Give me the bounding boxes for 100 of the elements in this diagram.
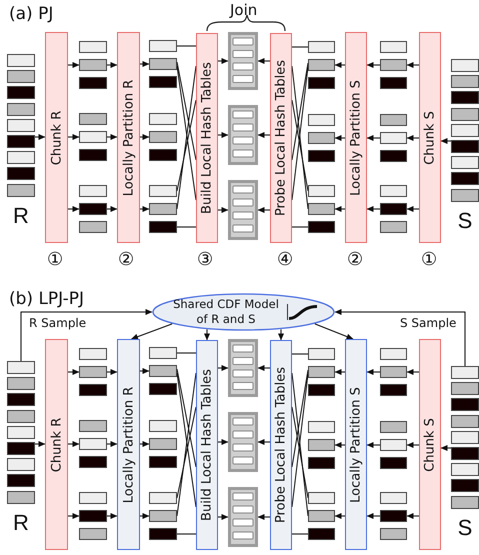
arrow <box>20 309 152 362</box>
step-number: ④ <box>277 249 294 270</box>
arrow <box>440 445 452 451</box>
arrow <box>218 132 228 138</box>
partition-blocks <box>308 421 335 469</box>
partition-blocks <box>380 421 407 469</box>
stage-band <box>270 33 292 243</box>
partition-blocks <box>79 185 107 233</box>
stage-band <box>117 32 140 243</box>
stage-label: Probe Local Hash Tables <box>274 366 288 524</box>
relation-label: S <box>456 516 474 540</box>
connector-line <box>176 62 196 160</box>
model-ellipse <box>152 293 335 331</box>
stage-band <box>196 340 218 550</box>
arrow <box>140 441 150 447</box>
partition-blocks <box>380 41 407 89</box>
partition-blocks <box>308 41 335 89</box>
arrow <box>258 207 270 213</box>
arrow <box>140 134 150 140</box>
arrow <box>106 369 118 375</box>
arrow <box>140 61 150 67</box>
arrow <box>334 369 346 375</box>
partition-blocks <box>79 41 107 89</box>
stage-label: Locally Partition R <box>121 386 136 503</box>
arrow <box>68 62 80 68</box>
connector-line <box>176 406 196 498</box>
arrow <box>106 441 118 447</box>
panel-title: (a) PJ <box>9 4 54 24</box>
arrow <box>278 328 284 340</box>
stage-band <box>45 339 68 550</box>
arrow <box>218 439 228 445</box>
partition-blocks <box>149 420 177 468</box>
arrow <box>106 134 118 140</box>
arrow <box>218 365 228 371</box>
arrow <box>106 62 118 68</box>
stage-label: Chunk R <box>49 417 64 472</box>
partition-blocks <box>79 420 107 468</box>
partition-blocks <box>308 348 335 396</box>
arrow <box>334 135 346 141</box>
arrow <box>34 134 46 140</box>
arrow <box>258 365 270 371</box>
step-number: ② <box>347 249 364 270</box>
stage-band <box>419 339 441 550</box>
connector-line <box>176 368 196 468</box>
partition-blocks <box>308 114 335 162</box>
stage-band <box>419 32 441 243</box>
arrow <box>68 206 80 212</box>
stage-band <box>45 32 68 243</box>
arrow <box>366 442 380 448</box>
arrow <box>366 135 380 141</box>
hash-table-drawing <box>228 339 258 397</box>
arrow <box>334 513 346 519</box>
arrow <box>106 206 118 212</box>
step-number: ① <box>47 249 64 270</box>
hash-table-drawing <box>228 412 258 472</box>
partition-blocks <box>308 185 335 233</box>
connector-line <box>292 46 308 48</box>
relation-label: S <box>456 209 474 233</box>
stage-band <box>196 33 218 243</box>
partition-blocks <box>79 492 107 540</box>
arrow <box>406 206 420 212</box>
connector-line <box>176 100 196 192</box>
arrow <box>68 134 80 140</box>
hash-table-drawing <box>228 487 258 547</box>
edge-label: R Sample <box>27 316 88 330</box>
arrow <box>334 309 466 366</box>
arrow <box>204 328 210 340</box>
stage-label: Chunk S <box>422 418 438 472</box>
partition-blocks <box>380 114 407 162</box>
step-number: ① <box>421 249 438 270</box>
stage-band <box>117 339 140 550</box>
connector-line <box>292 226 308 228</box>
stage-label: Probe Local Hash Tables <box>274 60 288 216</box>
partition-blocks <box>149 347 177 395</box>
brace-label: Join <box>230 1 258 19</box>
arrow <box>258 514 270 520</box>
hash-table-drawing <box>228 105 258 165</box>
arrow <box>68 369 80 375</box>
hash-table-drawing <box>228 32 258 90</box>
stage-label: Chunk S <box>422 110 438 164</box>
relation-label: R <box>12 511 30 535</box>
partition-blocks <box>149 185 177 233</box>
partition-blocks <box>149 492 177 540</box>
arrow <box>334 442 346 448</box>
arrow <box>366 62 380 68</box>
partition-blocks <box>149 113 177 161</box>
arrow <box>366 369 380 375</box>
arrow <box>366 513 380 519</box>
panel-title: (b) LPJ-PJ <box>9 289 84 309</box>
arrow <box>218 207 228 213</box>
arrow <box>106 513 118 519</box>
stage-label: Build Local Hash Tables <box>200 369 214 521</box>
arrow <box>334 62 346 68</box>
arrow <box>68 441 80 447</box>
model-label: Shared CDF Model of R and S <box>172 297 280 327</box>
stage-band <box>345 32 367 243</box>
partition-blocks <box>79 113 107 161</box>
arrow <box>406 442 420 448</box>
arrow <box>440 138 452 144</box>
arrow <box>406 513 420 519</box>
